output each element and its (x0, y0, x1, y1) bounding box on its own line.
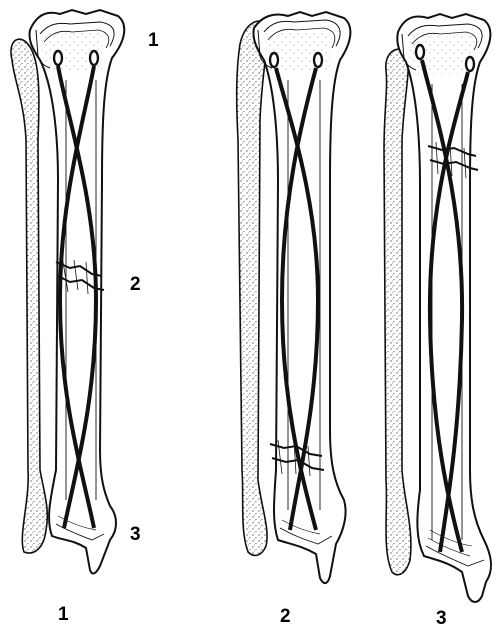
level-label-1: 1 (148, 30, 159, 51)
figure-1 (11, 10, 124, 573)
nail-entry-hole (54, 51, 62, 65)
figure-2 (237, 12, 351, 583)
fibula (237, 21, 267, 555)
nail-entry-hole (314, 53, 322, 67)
nail-entry-hole (270, 53, 278, 67)
nail-entry-hole (90, 51, 98, 65)
figure-label-1: 1 (58, 604, 69, 625)
nail-entry-hole (416, 45, 424, 59)
figure-label-3: 3 (436, 608, 447, 629)
fibula (11, 39, 47, 553)
level-label-2: 2 (130, 274, 141, 295)
fibula (384, 49, 411, 575)
figure-label-2: 2 (280, 606, 291, 627)
tibia (253, 12, 350, 583)
level-label-3: 3 (130, 524, 141, 545)
figure-3 (384, 14, 491, 602)
nail-entry-hole (466, 57, 474, 71)
